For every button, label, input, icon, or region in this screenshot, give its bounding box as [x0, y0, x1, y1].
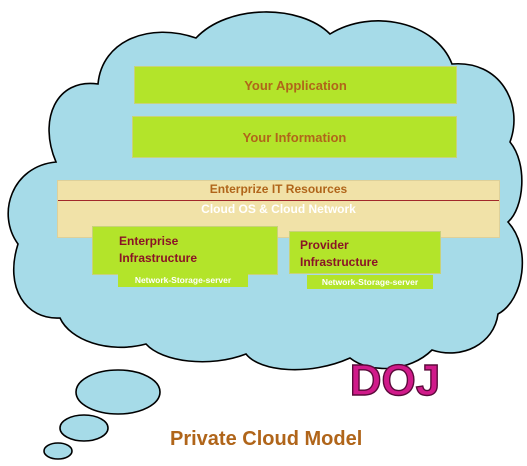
enterprise-network-storage-label: Network-Storage-server	[118, 273, 248, 287]
application-label: Your Application	[244, 77, 347, 93]
information-box: Your Information	[132, 116, 457, 158]
enterprise-infrastructure-box: Enterprise Infrastructure	[92, 226, 278, 275]
thought-bubble-medium	[59, 414, 109, 442]
provider-label-line2: Infrastructure	[300, 255, 379, 269]
provider-infrastructure-box: Provider Infrastructure	[289, 231, 441, 274]
information-label: Your Information	[242, 129, 347, 145]
cloud-os-label: Cloud OS & Cloud Network	[201, 202, 356, 216]
doj-logo-text: DOJ	[350, 356, 440, 405]
application-box: Your Application	[134, 66, 457, 104]
it-resources-title: Enterprize IT Resources	[209, 182, 348, 196]
thought-bubble-small	[43, 442, 73, 460]
provider-network-storage-label: Network-Storage-server	[307, 275, 433, 289]
enterprise-label-line2: Infrastructure	[119, 251, 198, 265]
doj-logo: DOJ	[349, 355, 441, 405]
enterprise-label-line1: Enterprise	[119, 234, 179, 248]
it-resources-divider	[58, 200, 499, 201]
thought-bubble-large	[75, 369, 161, 415]
provider-label-line1: Provider	[300, 238, 349, 252]
diagram-caption: Private Cloud Model	[170, 428, 363, 450]
